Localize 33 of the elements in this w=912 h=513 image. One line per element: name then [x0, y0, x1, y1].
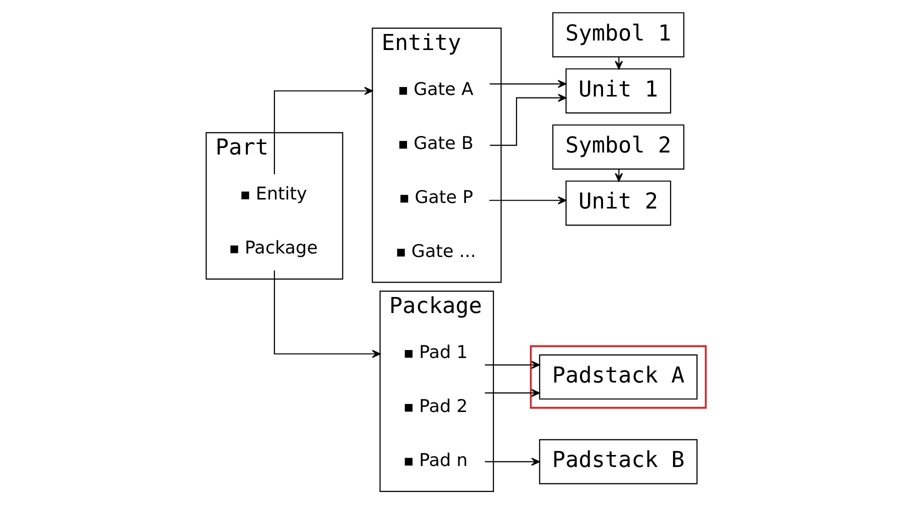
arrow — [490, 80, 566, 88]
node-label: Gate B — [414, 134, 474, 154]
node-box: Padstack A — [539, 354, 698, 400]
node-box — [404, 350, 413, 358]
node-box — [397, 248, 405, 256]
arrow — [614, 169, 623, 182]
node-box — [399, 87, 408, 95]
node-label: Gate ... — [411, 242, 476, 262]
node-label: Gate A — [414, 80, 474, 100]
arrow — [484, 388, 540, 397]
node-box — [404, 458, 413, 466]
node-box: Symbol 1 — [552, 12, 684, 58]
node-label: Pad n — [419, 450, 468, 471]
node-box — [230, 246, 238, 254]
arrow — [490, 94, 566, 146]
node-label: Entity — [256, 184, 308, 205]
node-label: Pad 1 — [419, 343, 468, 364]
node-box: Padstack B — [539, 439, 698, 484]
node-box: Unit 2 — [566, 180, 672, 226]
node-box — [241, 192, 250, 200]
arrow — [274, 86, 373, 174]
node-box — [399, 140, 408, 149]
node-box — [404, 404, 413, 412]
arrow — [274, 270, 381, 358]
arrow — [484, 458, 540, 466]
node-label: Package — [244, 238, 318, 259]
arrow — [484, 360, 540, 369]
node-box: Unit 1 — [566, 68, 672, 114]
node-box: Symbol 2 — [552, 124, 684, 170]
node-label: Pad 2 — [419, 396, 468, 417]
arrow — [489, 196, 566, 204]
node-label: Gate P — [414, 188, 474, 208]
node-box — [400, 194, 408, 203]
